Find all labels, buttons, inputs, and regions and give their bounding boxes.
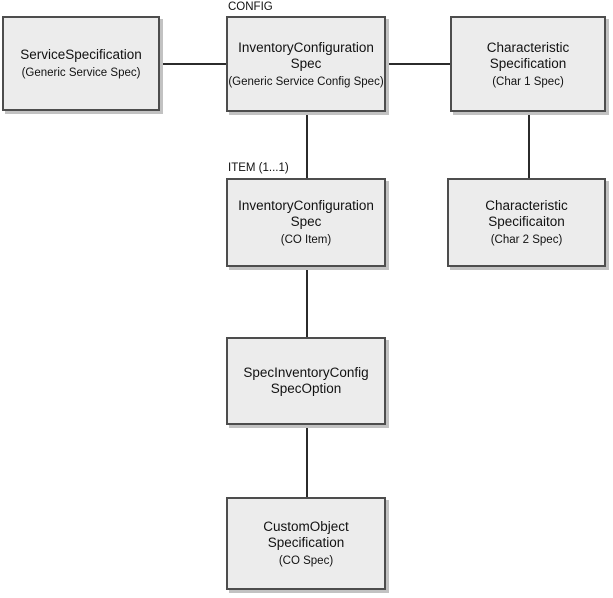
node-title-line: Spec: [290, 214, 322, 229]
connector-inventory-configuration-spec-item--spec-inventory-config-spec-option: [306, 267, 308, 337]
node-title-line: InventoryConfiguration: [238, 39, 374, 55]
node-title-line: SpecOption: [270, 381, 342, 396]
node-title-line: SpecInventoryConfig: [243, 365, 369, 380]
node-subtitle: (Char 1 Spec): [492, 75, 564, 88]
node-title-line: Specification: [489, 55, 567, 71]
config-label: CONFIG: [228, 1, 273, 13]
item-label: ITEM (1...1): [228, 162, 289, 174]
node-title-line: CustomObject: [263, 519, 349, 534]
connector-inventory-configuration-spec-config--inventory-configuration-spec-item: [306, 112, 308, 178]
connector-spec-inventory-config-spec-option--custom-object-specification: [306, 425, 308, 497]
connector-service-specification--inventory-configuration-spec-config: [160, 63, 226, 65]
node-subtitle: (Generic Service Spec): [21, 67, 141, 79]
node-title-line: ServiceSpecification: [20, 47, 142, 62]
node-subtitle: (Generic Service Config Spec): [228, 75, 384, 88]
node-title-line: Spec: [290, 55, 322, 71]
node-subtitle: (CO Item): [280, 234, 332, 246]
node-subtitle: (Char 2 Spec): [490, 234, 563, 246]
node-title-line: Specificaiton: [488, 214, 565, 229]
connector-characteristic-specification-1--characteristic-specificaiton-2: [528, 112, 530, 178]
node-service-specification: ServiceSpecification (Generic Service Spe…: [2, 16, 160, 111]
node-title-line: InventoryConfiguration: [238, 198, 374, 213]
node-title-line: Characteristic: [486, 39, 570, 55]
node-title-line: Characteristic: [485, 198, 568, 213]
node-title: ServiceSpecification: [20, 47, 142, 63]
node-title-line: Specification: [267, 535, 345, 550]
node-subtitle: (CO Spec): [278, 555, 334, 567]
connector-inventory-configuration-spec-config--characteristic-specification-1: [386, 63, 450, 65]
